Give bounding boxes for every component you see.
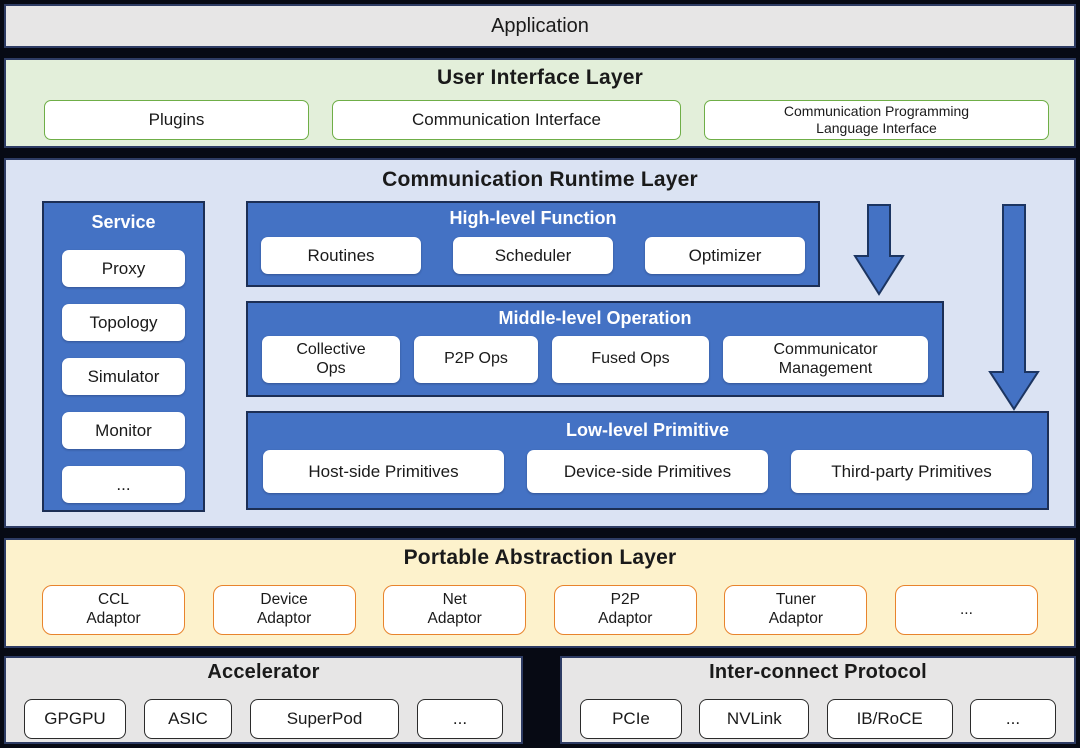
portable-abstraction-layer-band: Portable Abstraction Layer CCL Adaptor D… — [4, 538, 1076, 648]
down-arrow-icon — [986, 204, 1042, 412]
routines-box: Routines — [261, 237, 421, 274]
middle-level-operation-group: Middle-level Operation Collective Ops P2… — [246, 301, 944, 397]
runtime-layer-title: Communication Runtime Layer — [382, 168, 698, 191]
service-title: Service — [91, 212, 156, 232]
third-party-primitives-box: Third-party Primitives — [791, 450, 1032, 493]
optimizer-box: Optimizer — [645, 237, 805, 274]
topology-box: Topology — [62, 304, 185, 341]
superpod-box: SuperPod — [250, 699, 399, 739]
interconnect-protocol-band: Inter-connect Protocol PCIe NVLink IB/Ro… — [560, 656, 1076, 744]
ui-layer-boxes: Plugins Communication Interface Communic… — [6, 100, 1074, 142]
communication-programming-language-interface-box: Communication Programming Language Inter… — [704, 100, 1049, 140]
ib-roce-box: IB/RoCE — [826, 699, 953, 739]
device-adaptor-box: Device Adaptor — [212, 585, 356, 635]
simulator-box: Simulator — [62, 358, 185, 395]
accelerator-band: Accelerator GPGPU ASIC SuperPod ... — [4, 656, 523, 744]
high-level-function-title: High-level Function — [449, 208, 617, 228]
tuner-adaptor-box: Tuner Adaptor — [724, 585, 868, 635]
ui-layer-band: User Interface Layer Plugins Communicati… — [4, 58, 1076, 148]
plugins-box: Plugins — [44, 100, 309, 140]
portable-abstraction-layer-title: Portable Abstraction Layer — [403, 546, 677, 569]
fused-ops-box: Fused Ops — [552, 336, 709, 383]
asic-box: ASIC — [144, 699, 232, 739]
communicator-management-box: Communicator Management — [723, 336, 928, 383]
runtime-layer-band: Communication Runtime Layer Service Prox… — [4, 158, 1076, 528]
nvlink-box: NVLink — [699, 699, 810, 739]
pal-ellipsis-box: ... — [894, 585, 1038, 635]
communication-interface-box: Communication Interface — [332, 100, 681, 140]
host-side-primitives-box: Host-side Primitives — [263, 450, 504, 493]
p2p-adaptor-box: P2P Adaptor — [553, 585, 697, 635]
device-side-primitives-box: Device-side Primitives — [527, 450, 768, 493]
accelerator-ellipsis-box: ... — [417, 699, 503, 739]
interconnect-ellipsis-box: ... — [969, 699, 1056, 739]
ui-layer-title: User Interface Layer — [437, 66, 643, 89]
middle-level-operation-title: Middle-level Operation — [498, 308, 692, 328]
service-ellipsis-box: ... — [62, 466, 185, 503]
high-level-function-group: High-level Function Routines Scheduler O… — [246, 201, 820, 287]
accelerator-title: Accelerator — [207, 661, 320, 683]
collective-ops-box: Collective Ops — [262, 336, 400, 383]
net-adaptor-box: Net Adaptor — [383, 585, 527, 635]
low-level-primitive-title: Low-level Primitive — [565, 420, 730, 440]
pcie-box: PCIe — [580, 699, 682, 739]
scheduler-box: Scheduler — [453, 237, 613, 274]
p2p-ops-box: P2P Ops — [414, 336, 538, 383]
application-band: Application — [4, 4, 1076, 48]
low-level-primitive-group: Low-level Primitive Host-side Primitives… — [246, 411, 1049, 510]
service-group: Service Proxy Topology Simulator Monitor… — [42, 201, 205, 512]
interconnect-protocol-title: Inter-connect Protocol — [709, 661, 927, 683]
monitor-box: Monitor — [62, 412, 185, 449]
ccl-adaptor-box: CCL Adaptor — [42, 585, 185, 635]
gpgpu-box: GPGPU — [24, 699, 126, 739]
down-arrow-icon — [851, 204, 907, 298]
proxy-box: Proxy — [62, 250, 185, 287]
application-title: Application — [491, 14, 589, 37]
